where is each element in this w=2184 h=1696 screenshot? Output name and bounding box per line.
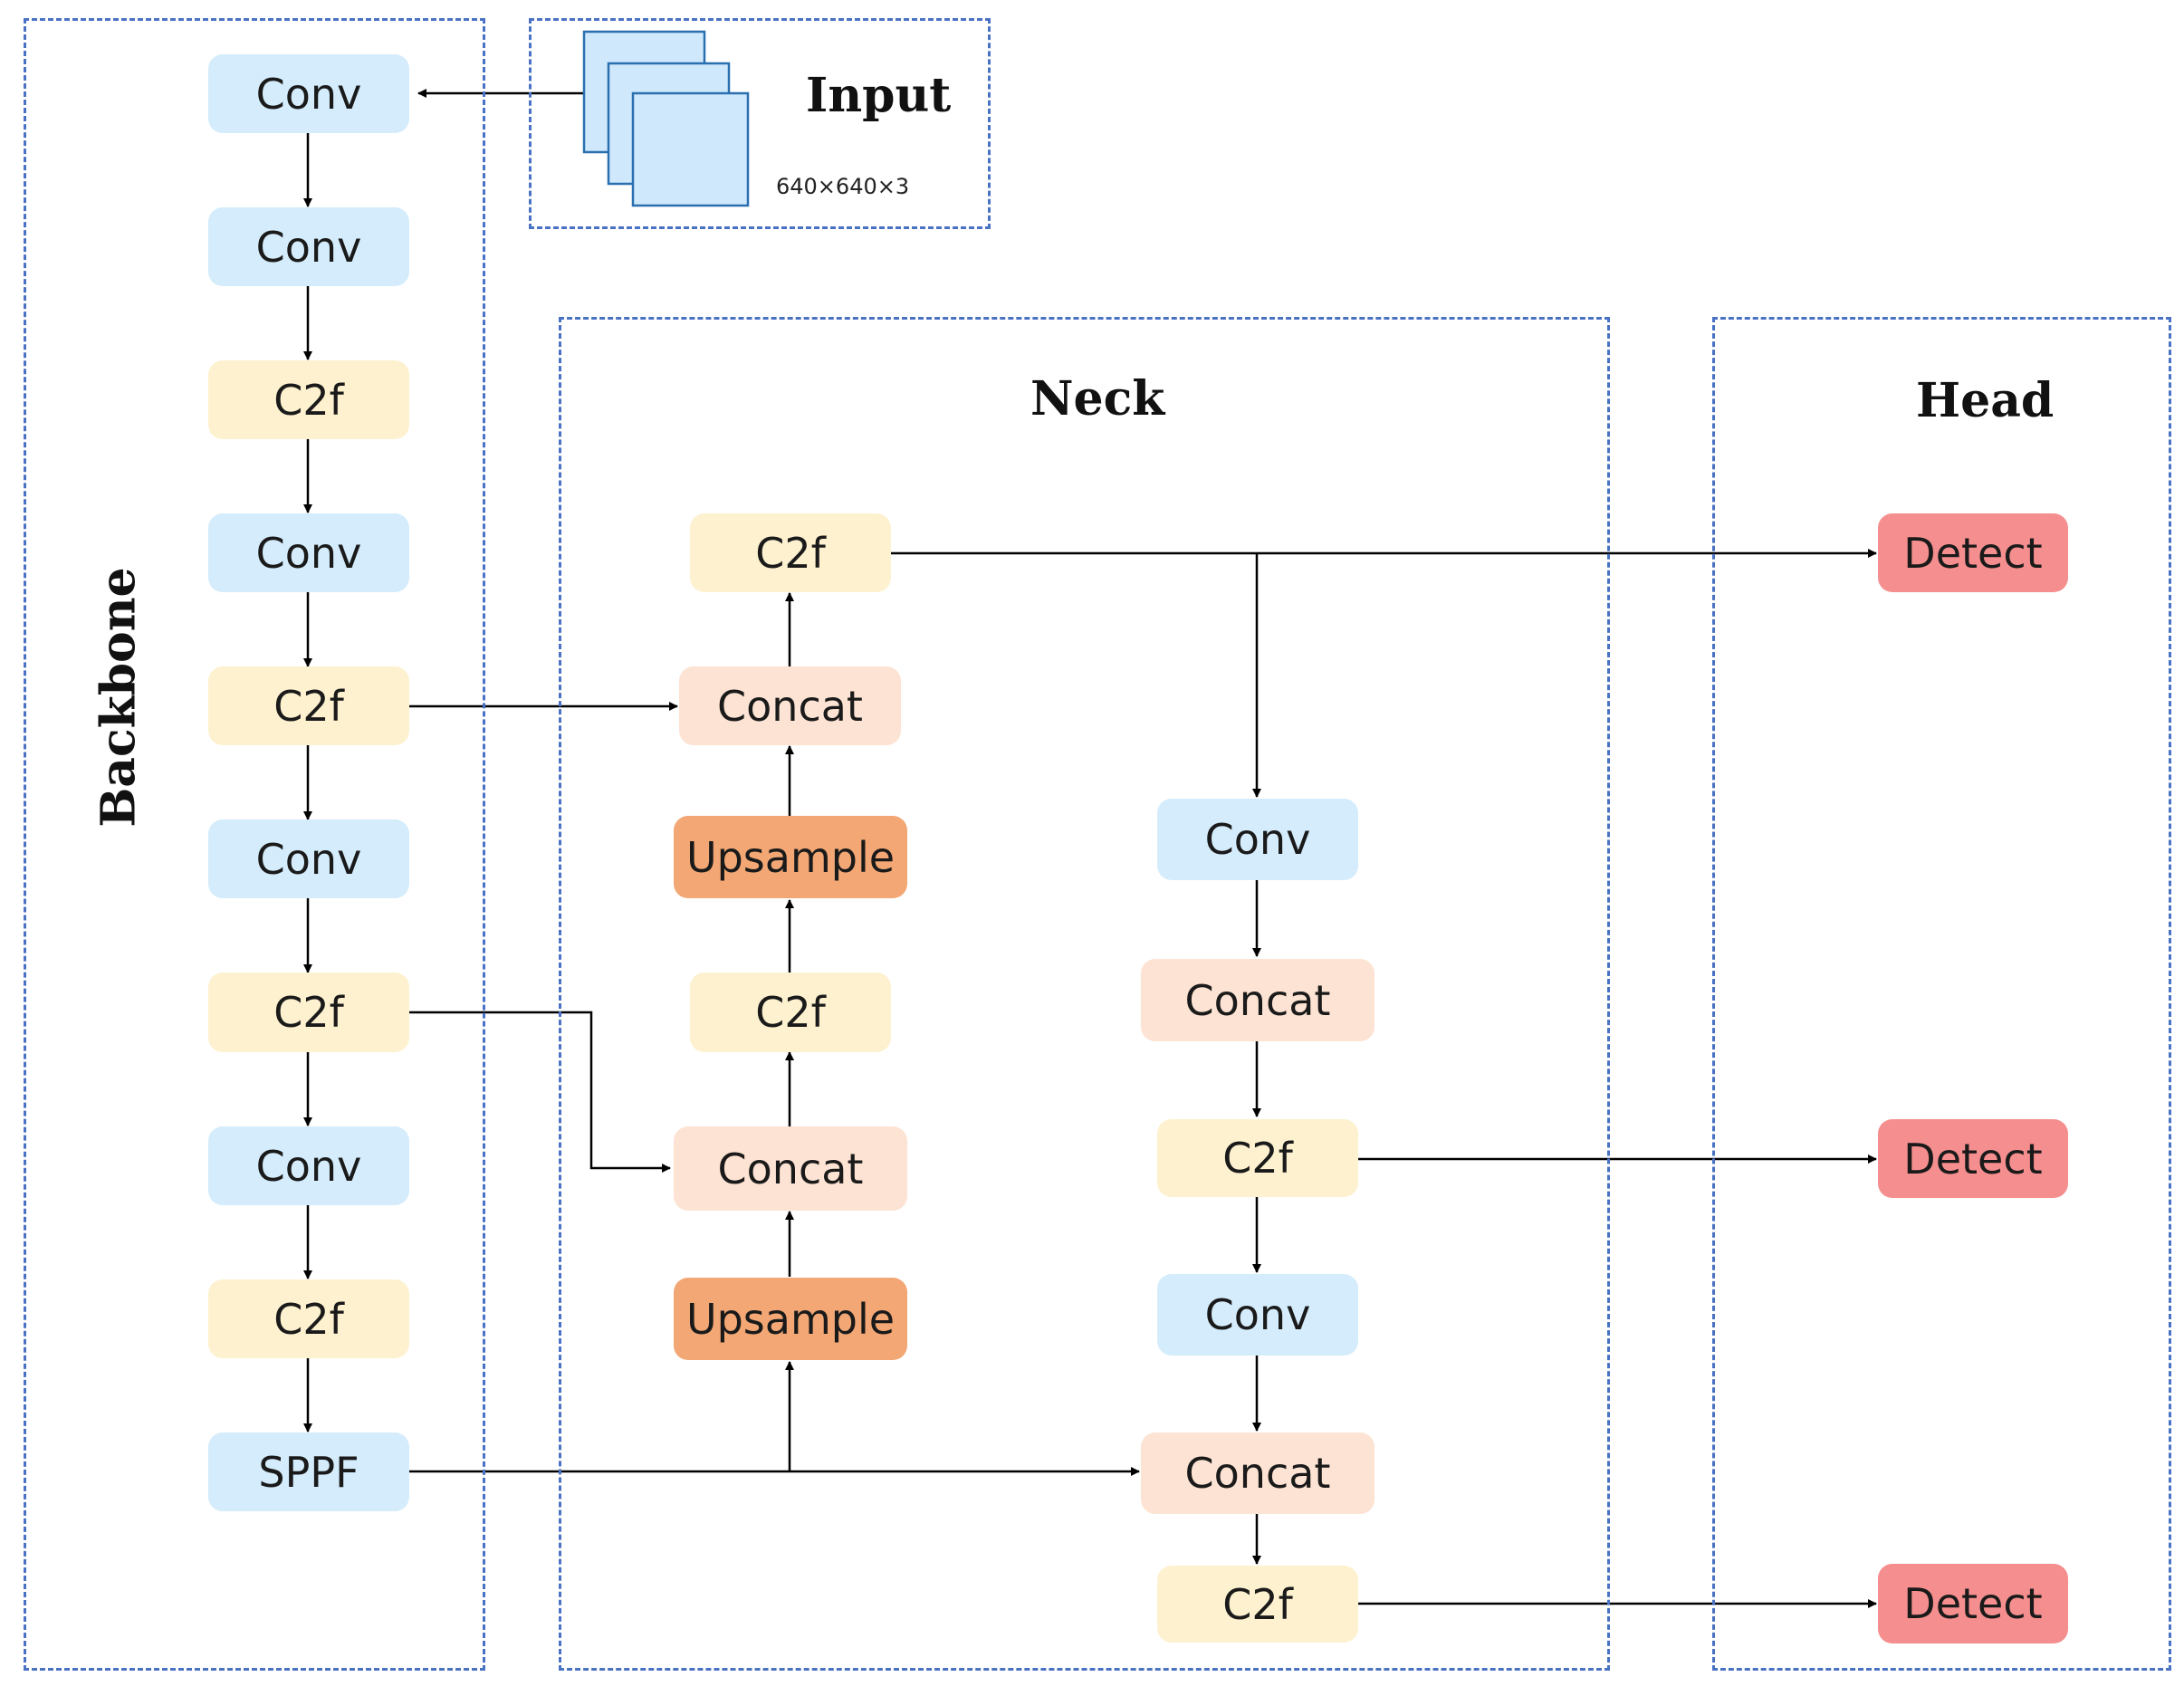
backbone-c2f-1: C2f bbox=[208, 360, 409, 439]
neck-group bbox=[559, 317, 1610, 1671]
neck-conv-lower: Conv bbox=[1157, 1274, 1358, 1356]
head-detect-2: Detect bbox=[1878, 1119, 2068, 1198]
neck-c2f-top: C2f bbox=[690, 513, 891, 592]
backbone-c2f-4: C2f bbox=[208, 1279, 409, 1358]
backbone-title: Backbone bbox=[91, 567, 147, 828]
backbone-sppf: SPPF bbox=[208, 1432, 409, 1511]
neck-c2f-right-upper: C2f bbox=[1157, 1119, 1358, 1197]
backbone-conv-4: Conv bbox=[208, 819, 409, 898]
backbone-conv-5: Conv bbox=[208, 1126, 409, 1205]
head-detect-3: Detect bbox=[1878, 1564, 2068, 1643]
arrow-c2f-p4-to-concat bbox=[409, 1011, 671, 1173]
backbone-group bbox=[24, 18, 485, 1671]
neck-c2f-right-lower: C2f bbox=[1157, 1566, 1358, 1643]
backbone-c2f-3: C2f bbox=[208, 973, 409, 1052]
head-detect-1: Detect bbox=[1878, 513, 2068, 592]
neck-concat-lower: Concat bbox=[674, 1126, 907, 1211]
neck-concat-upper: Concat bbox=[679, 666, 901, 745]
backbone-conv-1: Conv bbox=[208, 54, 409, 133]
neck-concat-right-upper: Concat bbox=[1141, 959, 1375, 1041]
input-group bbox=[529, 18, 991, 229]
neck-conv-upper: Conv bbox=[1157, 799, 1358, 880]
input-title: Input bbox=[806, 68, 952, 123]
backbone-conv-2: Conv bbox=[208, 207, 409, 286]
head-group bbox=[1712, 317, 2171, 1671]
input-image-stack-icon bbox=[582, 30, 750, 207]
neck-concat-right-lower: Concat bbox=[1141, 1432, 1375, 1514]
neck-c2f-middle: C2f bbox=[690, 973, 891, 1052]
head-title: Head bbox=[1916, 373, 2055, 428]
backbone-conv-3: Conv bbox=[208, 513, 409, 592]
neck-title: Neck bbox=[1030, 371, 1165, 426]
backbone-c2f-2: C2f bbox=[208, 666, 409, 745]
neck-upsample-upper: Upsample bbox=[674, 816, 907, 898]
neck-upsample-lower: Upsample bbox=[674, 1278, 907, 1360]
input-dimensions: 640×640×3 bbox=[776, 174, 910, 199]
